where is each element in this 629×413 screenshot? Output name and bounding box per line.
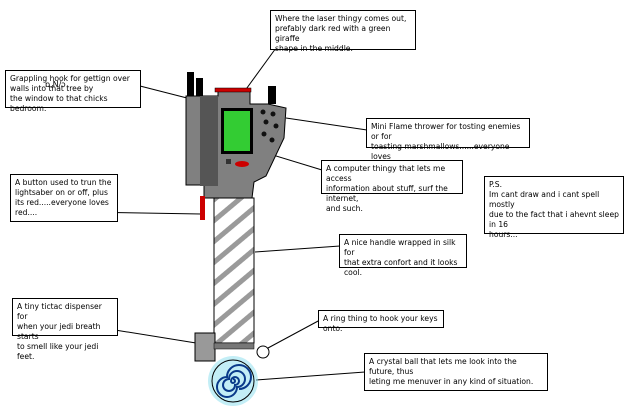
note-flame: Mini Flame thrower for tosting enemies o… [366, 118, 530, 171]
note-ring-text: A ring thing to hook your keys onto. [323, 314, 438, 333]
crystal-swirl [216, 364, 252, 398]
power-button [200, 196, 205, 220]
scribble-mark: ɒ,N/ɔ [45, 80, 66, 89]
tictac-dispenser [194, 332, 216, 362]
head-shadow [200, 96, 218, 186]
note-crystal: A crystal ball that lets me look into th… [364, 353, 548, 391]
note-grapple-text: Grappling hook for gettign over walls in… [10, 74, 130, 113]
crystal-ball [211, 359, 255, 403]
note-ps: P.S. Im cant draw and i cant spell mostl… [484, 176, 624, 239]
flame-nozzle [268, 86, 276, 104]
line-tictac [114, 329, 197, 344]
note-tictac: A tiny tictac dispenser for when your je… [12, 298, 118, 361]
line-grapple [139, 85, 188, 99]
note-handle-text: A nice handle wrapped in silk for that e… [344, 238, 458, 277]
silk-handle [213, 197, 255, 344]
note-ps-text: P.S. Im cant draw and i cant spell mostl… [489, 180, 619, 239]
flame-holes [260, 109, 279, 143]
pommel-cap [213, 342, 255, 350]
note-button: A button used to trun the lightsaber on … [10, 174, 118, 222]
key-ring [256, 345, 270, 359]
note-computer-text: A computer thingy that lets me access in… [326, 164, 448, 213]
line-ring [267, 319, 321, 349]
note-computer: A computer thingy that lets me access in… [321, 160, 463, 213]
note-laser-text: Where the laser thingy comes out, prefab… [275, 14, 407, 53]
screen-red-button [235, 161, 249, 167]
grapple-prong-left [187, 72, 194, 100]
note-ring: A ring thing to hook your keys onto. [318, 310, 444, 333]
line-flame [285, 117, 368, 131]
note-crystal-text: A crystal ball that lets me look into th… [369, 357, 534, 386]
line-laser [243, 47, 277, 93]
line-crystal [255, 371, 366, 381]
laser-emitter [214, 87, 252, 93]
note-button-text: A button used to trun the lightsaber on … [15, 178, 112, 217]
screen-key [226, 159, 231, 164]
note-laser: Where the laser thingy comes out, prefab… [270, 10, 416, 53]
computer-screen [224, 111, 250, 151]
grapple-prong-right [196, 78, 203, 102]
note-grapple: Grappling hook for gettign over walls in… [5, 70, 141, 113]
note-handle: A nice handle wrapped in silk for that e… [339, 234, 467, 277]
line-handle [254, 245, 341, 253]
note-tictac-text: A tiny tictac dispenser for when your je… [17, 302, 102, 361]
